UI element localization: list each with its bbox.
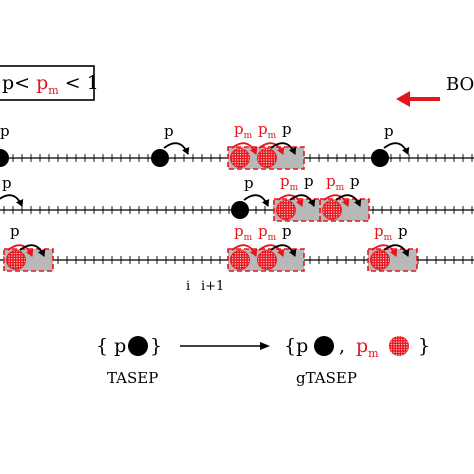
rate-label-p: p xyxy=(350,172,360,190)
condition-pm-sub: m xyxy=(48,84,59,97)
cluster-particle xyxy=(6,250,26,270)
legend-gtasep-pm-sub: m xyxy=(368,347,379,360)
condition-pm: p xyxy=(36,72,48,94)
rate-label-pm: pm xyxy=(234,222,253,243)
rate-label-p: p xyxy=(304,172,314,190)
legend: { p } {p , pm } TASEP gTASEP xyxy=(96,335,430,387)
condition-right: < 1 xyxy=(59,72,99,94)
legend-tasep-label: TASEP xyxy=(107,369,158,387)
rate-label-p: p xyxy=(10,222,20,240)
rate-label-pm: pm xyxy=(374,222,393,243)
legend-gtasep-rate: {p xyxy=(284,335,308,357)
particle xyxy=(0,149,9,167)
hop-arrow xyxy=(270,244,297,257)
rate-label-p: p xyxy=(2,174,12,192)
hop-arrow xyxy=(19,244,46,257)
legend-gtasep-label: gTASEP xyxy=(296,369,357,387)
legend-tasep-particle xyxy=(128,336,148,356)
site-label-i: i xyxy=(186,279,190,294)
rate-label-p: p xyxy=(0,122,10,140)
rate-label-pm: pm xyxy=(280,172,299,193)
hop-arrow xyxy=(383,244,410,257)
rate-label-pm: pm xyxy=(258,222,277,243)
cluster-hop-arrow xyxy=(277,194,304,207)
cluster-particle xyxy=(230,148,250,168)
left-arrow-icon xyxy=(396,91,410,107)
hop-arrow xyxy=(163,142,190,155)
legend-gtasep-cluster-particle xyxy=(389,336,409,356)
cluster-particle xyxy=(322,200,342,220)
cluster-particle xyxy=(257,250,277,270)
legend-tasep-rate: { p xyxy=(96,335,126,357)
cluster-particle xyxy=(230,250,250,270)
rate-label-pm: pm xyxy=(326,172,345,193)
rate-label-pm: pm xyxy=(234,120,253,141)
particle xyxy=(371,149,389,167)
cluster-particle xyxy=(257,148,277,168)
legend-tasep-close: } xyxy=(150,335,162,357)
hop-arrow xyxy=(270,142,297,155)
rate-label-p: p xyxy=(244,174,254,192)
hop-arrow xyxy=(383,142,410,155)
rate-label-p: p xyxy=(384,122,394,140)
cluster-hop-arrow xyxy=(231,244,258,257)
legend-gtasep-particle xyxy=(314,336,334,356)
cluster-hop-arrow xyxy=(258,142,285,155)
rate-label-pm: pm xyxy=(258,120,277,141)
legend-gtasep-close: } xyxy=(418,335,430,357)
hop-arrow xyxy=(243,194,270,207)
cluster-hop-arrow xyxy=(231,142,258,155)
hop-arrow xyxy=(335,194,362,207)
legend-gtasep-comma: , xyxy=(339,335,345,357)
direction-label: BO xyxy=(446,74,474,95)
site-label-i-plus-1: i+1 xyxy=(201,279,224,294)
particle xyxy=(231,201,249,219)
condition-box: p< pm < 1 xyxy=(0,65,99,101)
cluster-particle xyxy=(276,200,296,220)
cluster-hop-arrow xyxy=(371,244,398,257)
particle xyxy=(151,149,169,167)
hop-arrow xyxy=(289,194,316,207)
rate-label-p: p xyxy=(398,222,408,240)
cluster-particle xyxy=(370,250,390,270)
right-arrow-icon xyxy=(260,342,270,350)
svg-text:pm: pm xyxy=(356,335,379,360)
hop-arrow xyxy=(0,194,24,207)
rate-label-p: p xyxy=(282,222,292,240)
rate-label-p: p xyxy=(164,122,174,140)
cluster-hop-arrow xyxy=(323,194,350,207)
cluster-hop-arrow xyxy=(7,244,34,257)
legend-gtasep-pm: p xyxy=(356,335,368,357)
condition-left: p< xyxy=(2,72,36,94)
cluster-hop-arrow xyxy=(258,244,285,257)
direction-indicator: BO xyxy=(396,74,474,107)
rate-label-p: p xyxy=(282,120,292,138)
svg-text:p< pm < 1: p< pm < 1 xyxy=(2,72,99,97)
